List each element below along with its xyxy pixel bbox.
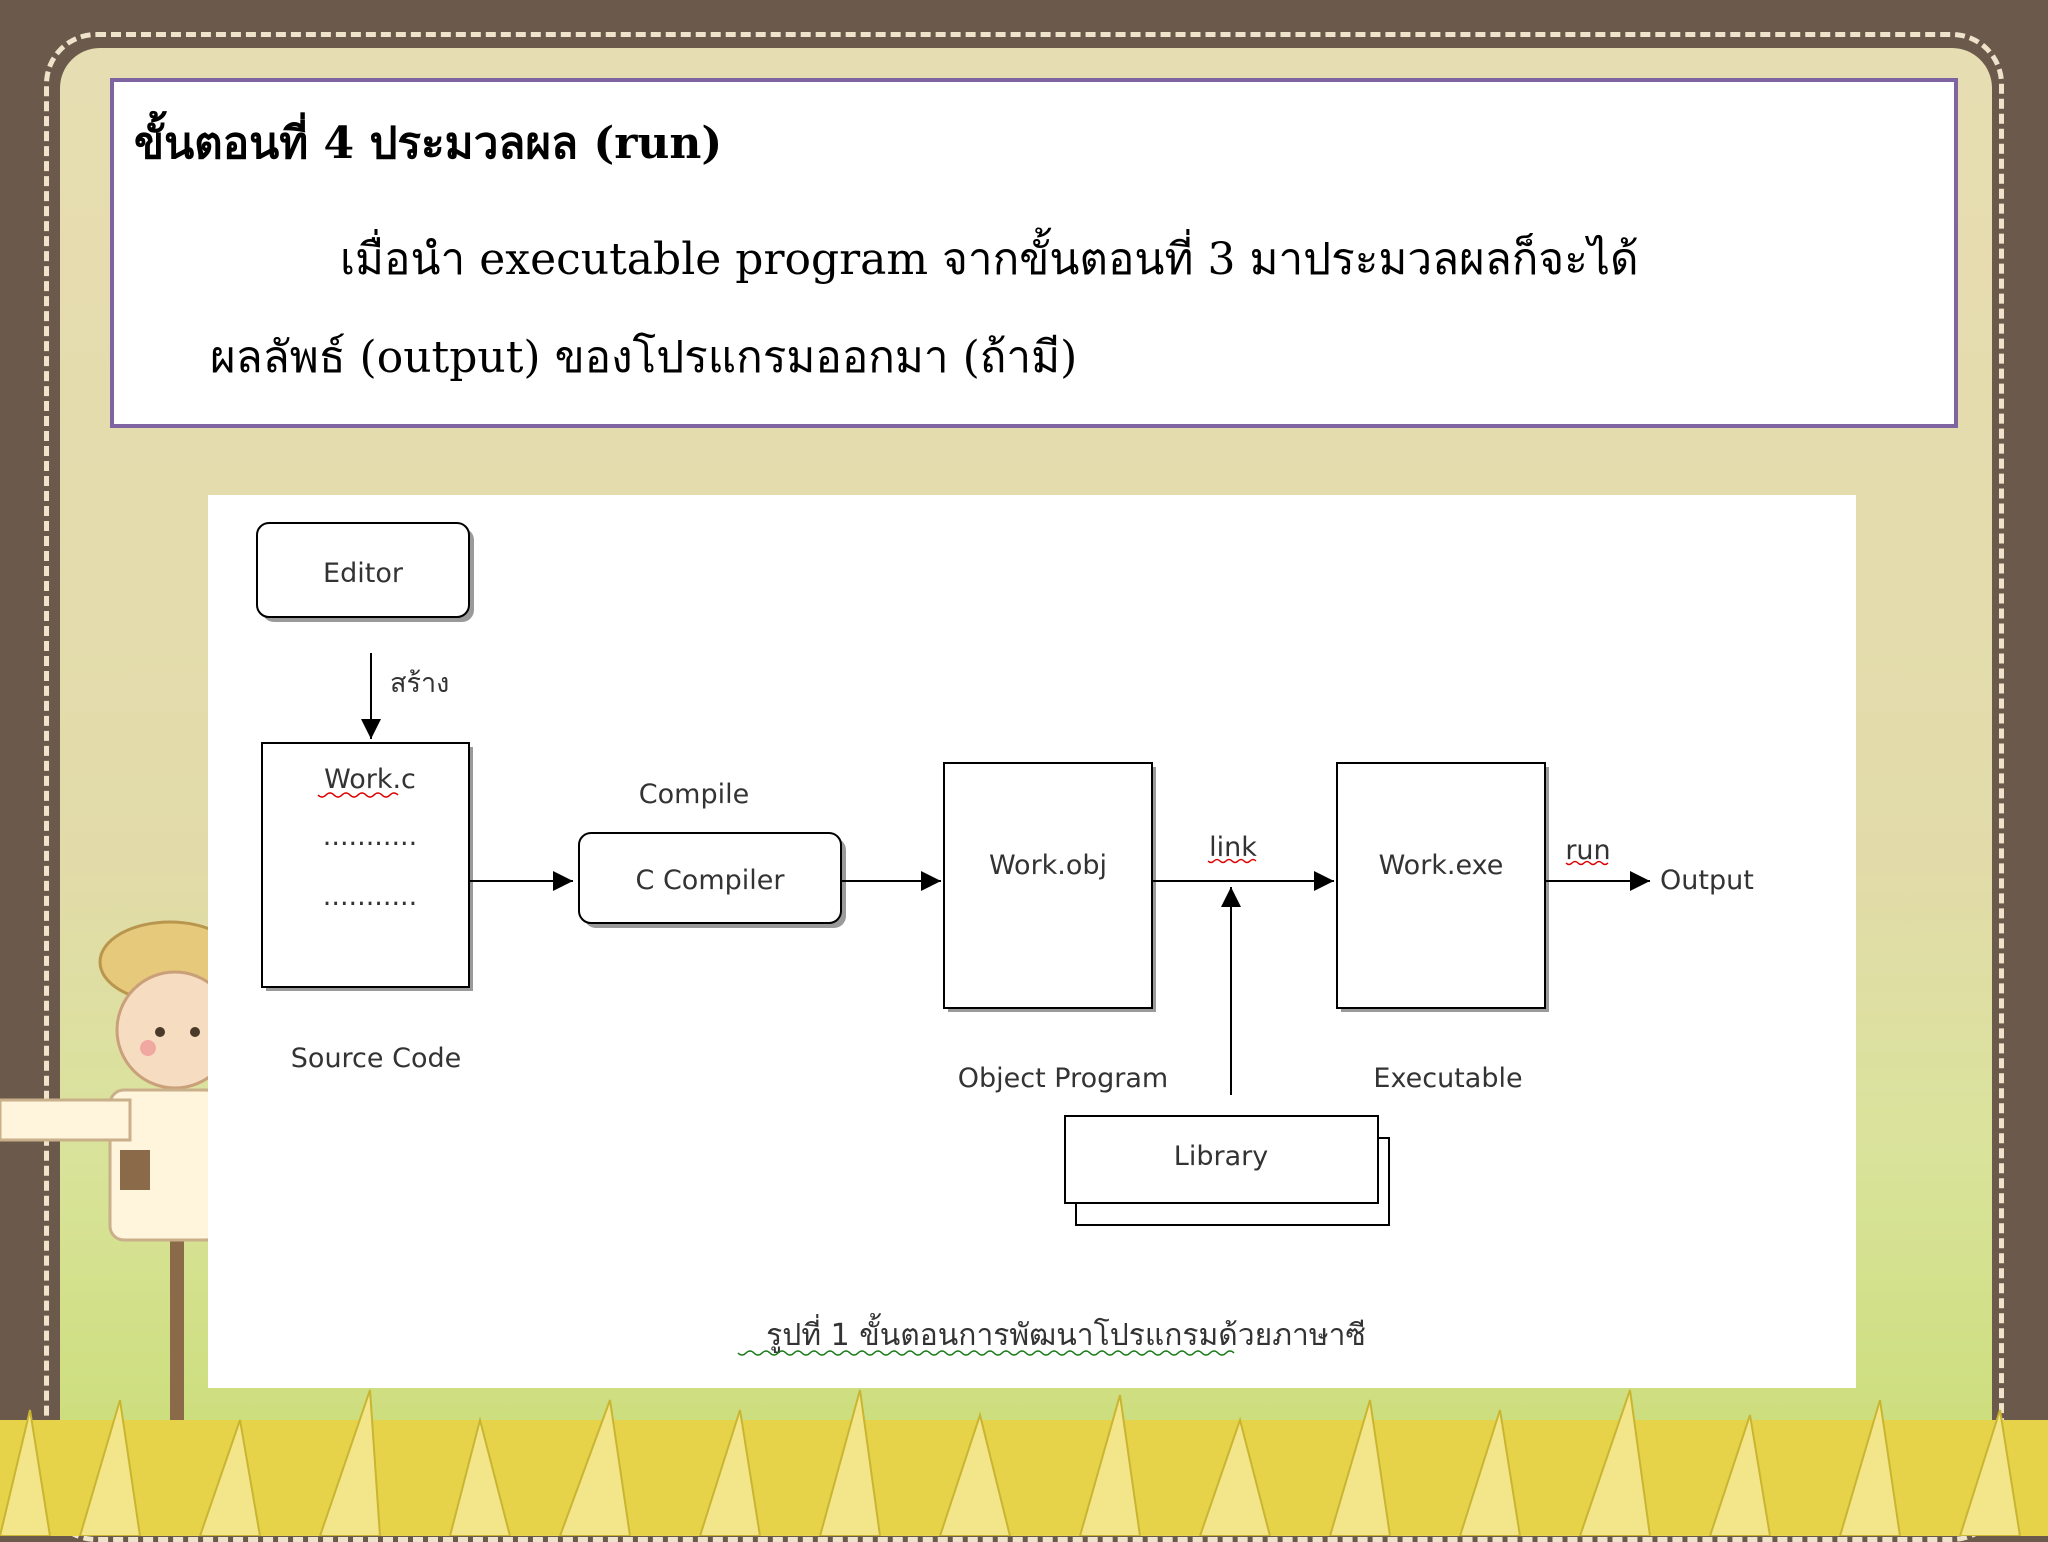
body-line-2: ผลลัพธ์ (output) ของโปรแกรมออกมา (ถ้ามี) [210, 332, 1078, 383]
compile-label: Compile [639, 779, 749, 810]
library-node: Library [1064, 1115, 1390, 1226]
exe-file-node: Work.exe [1336, 762, 1549, 1012]
source-file-node: Work.c ........... ........... [261, 742, 473, 991]
source-caption: Source Code [291, 1043, 461, 1074]
object-caption: Object Program [958, 1063, 1168, 1094]
grass-decoration [0, 1389, 2048, 1536]
compiler-node: C Compiler [578, 832, 846, 928]
object-filename: Work.obj [989, 850, 1107, 881]
run-label: run [1565, 835, 1610, 866]
diagram-panel: Editor สร้าง Work.c ........... ........… [208, 495, 1856, 1388]
source-filename: Work.c [324, 764, 416, 795]
figure-caption: รูปที่ 1 ขั้นตอนการพัฒนาโปรแกรมด้วยภาษาซ… [766, 1313, 1366, 1353]
compiler-label: C Compiler [636, 865, 786, 896]
scarecrow-decoration [0, 920, 220, 1420]
create-label: สร้าง [390, 668, 449, 699]
caption-underline [737, 1350, 1235, 1356]
editor-node: Editor [256, 522, 474, 622]
exe-caption: Executable [1373, 1063, 1522, 1094]
body-line-1: เมื่อนำ executable program จากขั้นตอนที่… [340, 234, 1639, 285]
link-label: link [1209, 832, 1257, 863]
library-label: Library [1174, 1141, 1268, 1172]
spellcheck-underline [317, 792, 399, 798]
description-box: ขั้นตอนที่ 4 ประมวลผล (run) เมื่อนำ exec… [110, 78, 1958, 428]
exe-filename: Work.exe [1379, 850, 1504, 881]
source-dots-2: ........... [323, 881, 417, 912]
editor-label: Editor [323, 558, 404, 589]
output-label: Output [1660, 865, 1754, 896]
source-dots-1: ........... [323, 821, 417, 852]
object-file-node: Work.obj [943, 762, 1156, 1012]
slide-title: ขั้นตอนที่ 4 ประมวลผล (run) [134, 118, 723, 169]
flow-diagram: Editor สร้าง Work.c ........... ........… [256, 522, 1754, 1356]
